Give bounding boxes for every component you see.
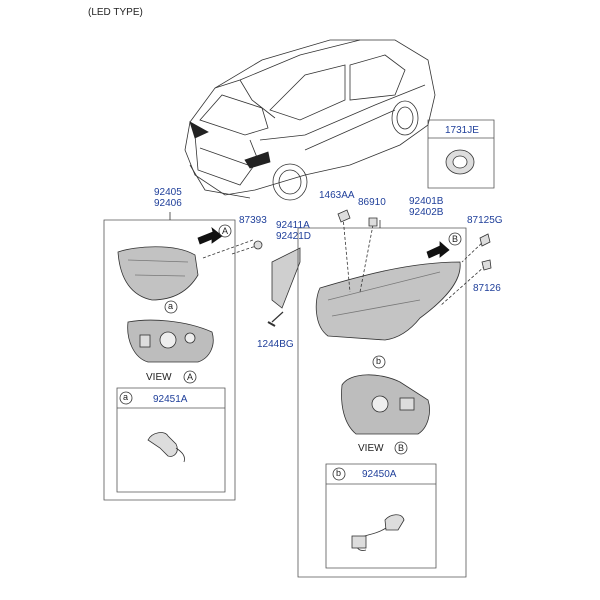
marker-a-letter: a xyxy=(168,301,174,311)
label-92451A[interactable]: 92451A xyxy=(153,394,188,405)
view-b-arrow xyxy=(426,241,450,259)
view-b-label: VIEW xyxy=(358,443,384,454)
marker-A-circle xyxy=(218,224,232,238)
label-87126[interactable]: 87126 xyxy=(473,283,501,294)
inset-a-circle xyxy=(119,391,133,405)
inset-box-a xyxy=(116,387,226,493)
diagram-title: (LED TYPE) xyxy=(88,7,143,18)
inset-box-b xyxy=(325,463,437,569)
label-1463AA[interactable]: 1463AA xyxy=(319,190,355,201)
label-86910[interactable]: 86910 xyxy=(358,197,386,208)
bracket-part xyxy=(271,247,301,309)
vehicle-illustration xyxy=(184,39,436,201)
view-a-letter: A xyxy=(187,372,194,382)
socket-wire-b xyxy=(384,514,405,531)
fastener-87125G xyxy=(479,233,491,247)
label-92406[interactable]: 92406 xyxy=(154,198,182,209)
marker-b-circle xyxy=(372,355,386,369)
label-1731JE[interactable]: 1731JE xyxy=(445,125,479,136)
outer-lamp-assembly xyxy=(315,261,461,341)
label-92402B[interactable]: 92402B xyxy=(409,207,444,218)
marker-a-circle xyxy=(164,300,178,314)
marker-b-letter: b xyxy=(376,356,382,366)
vehicle-right-lamp-highlight xyxy=(244,151,271,169)
fastener-86910 xyxy=(368,217,378,227)
inset-box-1731JE xyxy=(427,119,495,189)
view-b-circle xyxy=(394,441,408,455)
view-a-label: VIEW xyxy=(146,372,172,383)
marker-B-letter: B xyxy=(452,234,459,244)
label-92405[interactable]: 92405 xyxy=(154,187,182,198)
label-92421D[interactable]: 92421D xyxy=(276,231,312,242)
vehicle-left-lamp-highlight xyxy=(189,121,209,139)
left-assembly-frame xyxy=(103,219,236,501)
inset-b-letter: b xyxy=(336,468,342,478)
fastener-87393 xyxy=(253,240,263,250)
socket-wire-a xyxy=(147,432,178,457)
label-87125G[interactable]: 87125G xyxy=(467,215,503,226)
view-a-circle xyxy=(183,370,197,384)
marker-A-letter: A xyxy=(222,226,229,236)
label-87393[interactable]: 87393 xyxy=(239,215,267,226)
view-a-arrow xyxy=(197,226,223,245)
fastener-87126 xyxy=(481,259,492,271)
inner-lamp-assembly xyxy=(117,246,199,301)
label-1244BG[interactable]: 1244BG xyxy=(257,339,294,350)
right-assembly-frame xyxy=(297,227,467,578)
fastener-1463AA xyxy=(337,209,351,223)
label-92411A[interactable]: 92411A xyxy=(276,220,310,231)
marker-B-circle xyxy=(448,232,462,246)
label-92401B[interactable]: 92401B xyxy=(409,196,444,207)
view-b-letter: B xyxy=(398,443,405,453)
inset-a-letter: a xyxy=(123,392,129,402)
label-92450A[interactable]: 92450A xyxy=(362,469,397,480)
inset-b-circle xyxy=(332,467,346,481)
